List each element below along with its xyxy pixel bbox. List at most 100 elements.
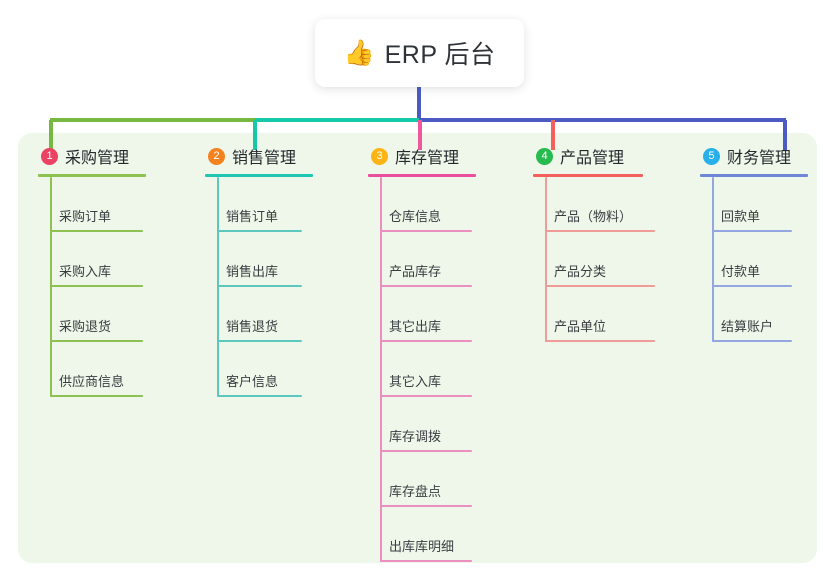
leaf-label: 付款单: [721, 264, 761, 279]
branch-label-5: 财务管理: [727, 150, 792, 167]
leaf-label: 回款单: [721, 209, 761, 224]
branch-label-4: 产品管理: [560, 150, 625, 167]
branch-badge-1: 1: [41, 147, 58, 165]
leaf-rule: [217, 285, 302, 287]
leaf-list-5: 回款单付款单结算账户: [700, 177, 808, 342]
list-item[interactable]: 销售退货: [205, 287, 313, 342]
list-item[interactable]: 结算账户: [700, 287, 808, 342]
list-item[interactable]: 产品库存: [368, 232, 476, 287]
leaf-list-4: 产品（物料） 产品分类产品单位: [533, 177, 655, 342]
branch-header-rule-4: [533, 174, 643, 177]
leaf-rule: [380, 230, 472, 232]
branch-header-rule-5: [700, 174, 808, 177]
branch-header-4[interactable]: 4 产品管理: [533, 144, 643, 168]
leaf-label: 采购退货: [59, 319, 112, 334]
leaf-label: 产品（物料）: [554, 209, 633, 224]
leaf-label: 产品单位: [554, 319, 607, 334]
leaf-label: 产品分类: [554, 264, 607, 279]
leaf-label: 结算账户: [721, 319, 774, 334]
leaf-rule: [217, 395, 302, 397]
branch-badge-5: 5: [703, 147, 720, 165]
leaf-rule: [217, 340, 302, 342]
leaf-rule: [380, 340, 472, 342]
list-item[interactable]: 采购退货: [38, 287, 146, 342]
leaf-label: 其它入库: [389, 374, 442, 389]
branch-background-panel: [18, 133, 817, 563]
branch-label-1: 采购管理: [65, 150, 130, 167]
list-item[interactable]: 采购订单: [38, 177, 146, 232]
list-item[interactable]: 付款单: [700, 232, 808, 287]
leaf-spine-4: [545, 177, 547, 342]
leaf-spine-5: [712, 177, 714, 342]
leaf-label: 采购入库: [59, 264, 112, 279]
leaf-label: 销售出库: [226, 264, 279, 279]
branch-header-rule-2: [205, 174, 313, 177]
leaf-rule: [50, 285, 143, 287]
list-item[interactable]: 产品单位: [533, 287, 655, 342]
list-item[interactable]: 出库库明细: [368, 507, 476, 562]
root-node[interactable]: 👍 ERP 后台: [315, 19, 524, 87]
leaf-label: 仓库信息: [389, 209, 442, 224]
branch-column-2: 2 销售管理销售订单销售出库销售退货客户信息: [205, 144, 313, 397]
list-item[interactable]: 库存调拨: [368, 397, 476, 452]
leaf-label: 销售订单: [226, 209, 279, 224]
leaf-rule: [50, 230, 143, 232]
list-item[interactable]: 产品分类: [533, 232, 655, 287]
leaf-rule: [50, 395, 143, 397]
branch-label-3: 库存管理: [395, 150, 460, 167]
leaf-label: 其它出库: [389, 319, 442, 334]
leaf-list-2: 销售订单销售出库销售退货客户信息: [205, 177, 313, 397]
list-item[interactable]: 产品（物料）: [533, 177, 655, 232]
branch-badge-2: 2: [208, 147, 225, 165]
leaf-rule: [50, 340, 143, 342]
branch-header-5[interactable]: 5 财务管理: [700, 144, 808, 168]
leaf-rule: [380, 395, 472, 397]
list-item[interactable]: 回款单: [700, 177, 808, 232]
root-title: ERP 后台: [384, 41, 496, 69]
leaf-rule: [712, 340, 792, 342]
leaf-rule: [380, 505, 472, 507]
list-item[interactable]: 采购入库: [38, 232, 146, 287]
branch-header-rule-1: [38, 174, 146, 177]
leaf-rule: [712, 285, 792, 287]
branch-header-rule-3: [368, 174, 476, 177]
leaf-rule: [545, 340, 655, 342]
branch-header-3[interactable]: 3 库存管理: [368, 144, 476, 168]
leaf-label: 库存盘点: [389, 484, 442, 499]
branch-column-4: 4 产品管理产品（物料） 产品分类产品单位: [533, 144, 655, 342]
leaf-list-3: 仓库信息产品库存其它出库其它入库库存调拨库存盘点出库库明细: [368, 177, 476, 562]
leaf-label: 采购订单: [59, 209, 112, 224]
leaf-rule: [545, 230, 655, 232]
leaf-rule: [545, 285, 655, 287]
branch-badge-4: 4: [536, 147, 553, 165]
list-item[interactable]: 销售出库: [205, 232, 313, 287]
thumbs-up-icon: 👍: [343, 38, 375, 67]
branch-header-2[interactable]: 2 销售管理: [205, 144, 313, 168]
list-item[interactable]: 客户信息: [205, 342, 313, 397]
branch-column-3: 3 库存管理仓库信息产品库存其它出库其它入库库存调拨库存盘点出库库明细: [368, 144, 476, 562]
list-item[interactable]: 其它入库: [368, 342, 476, 397]
list-item[interactable]: 其它出库: [368, 287, 476, 342]
list-item[interactable]: 仓库信息: [368, 177, 476, 232]
branch-label-2: 销售管理: [232, 150, 297, 167]
leaf-rule: [380, 285, 472, 287]
leaf-rule: [217, 230, 302, 232]
list-item[interactable]: 销售订单: [205, 177, 313, 232]
leaf-rule: [380, 560, 472, 562]
leaf-label: 客户信息: [226, 374, 279, 389]
branch-badge-3: 3: [371, 147, 388, 165]
list-item[interactable]: 供应商信息: [38, 342, 146, 397]
leaf-rule: [380, 450, 472, 452]
leaf-list-1: 采购订单采购入库采购退货供应商信息: [38, 177, 146, 397]
leaf-rule: [712, 230, 792, 232]
branch-column-1: 1 采购管理采购订单采购入库采购退货供应商信息: [38, 144, 146, 397]
branch-column-5: 5 财务管理回款单付款单结算账户: [700, 144, 808, 342]
leaf-spine-2: [217, 177, 219, 397]
list-item[interactable]: 库存盘点: [368, 452, 476, 507]
leaf-label: 销售退货: [226, 319, 279, 334]
leaf-label: 供应商信息: [59, 374, 125, 389]
branch-header-1[interactable]: 1 采购管理: [38, 144, 146, 168]
leaf-label: 产品库存: [389, 264, 442, 279]
root-node-content: 👍 ERP 后台: [343, 35, 495, 71]
